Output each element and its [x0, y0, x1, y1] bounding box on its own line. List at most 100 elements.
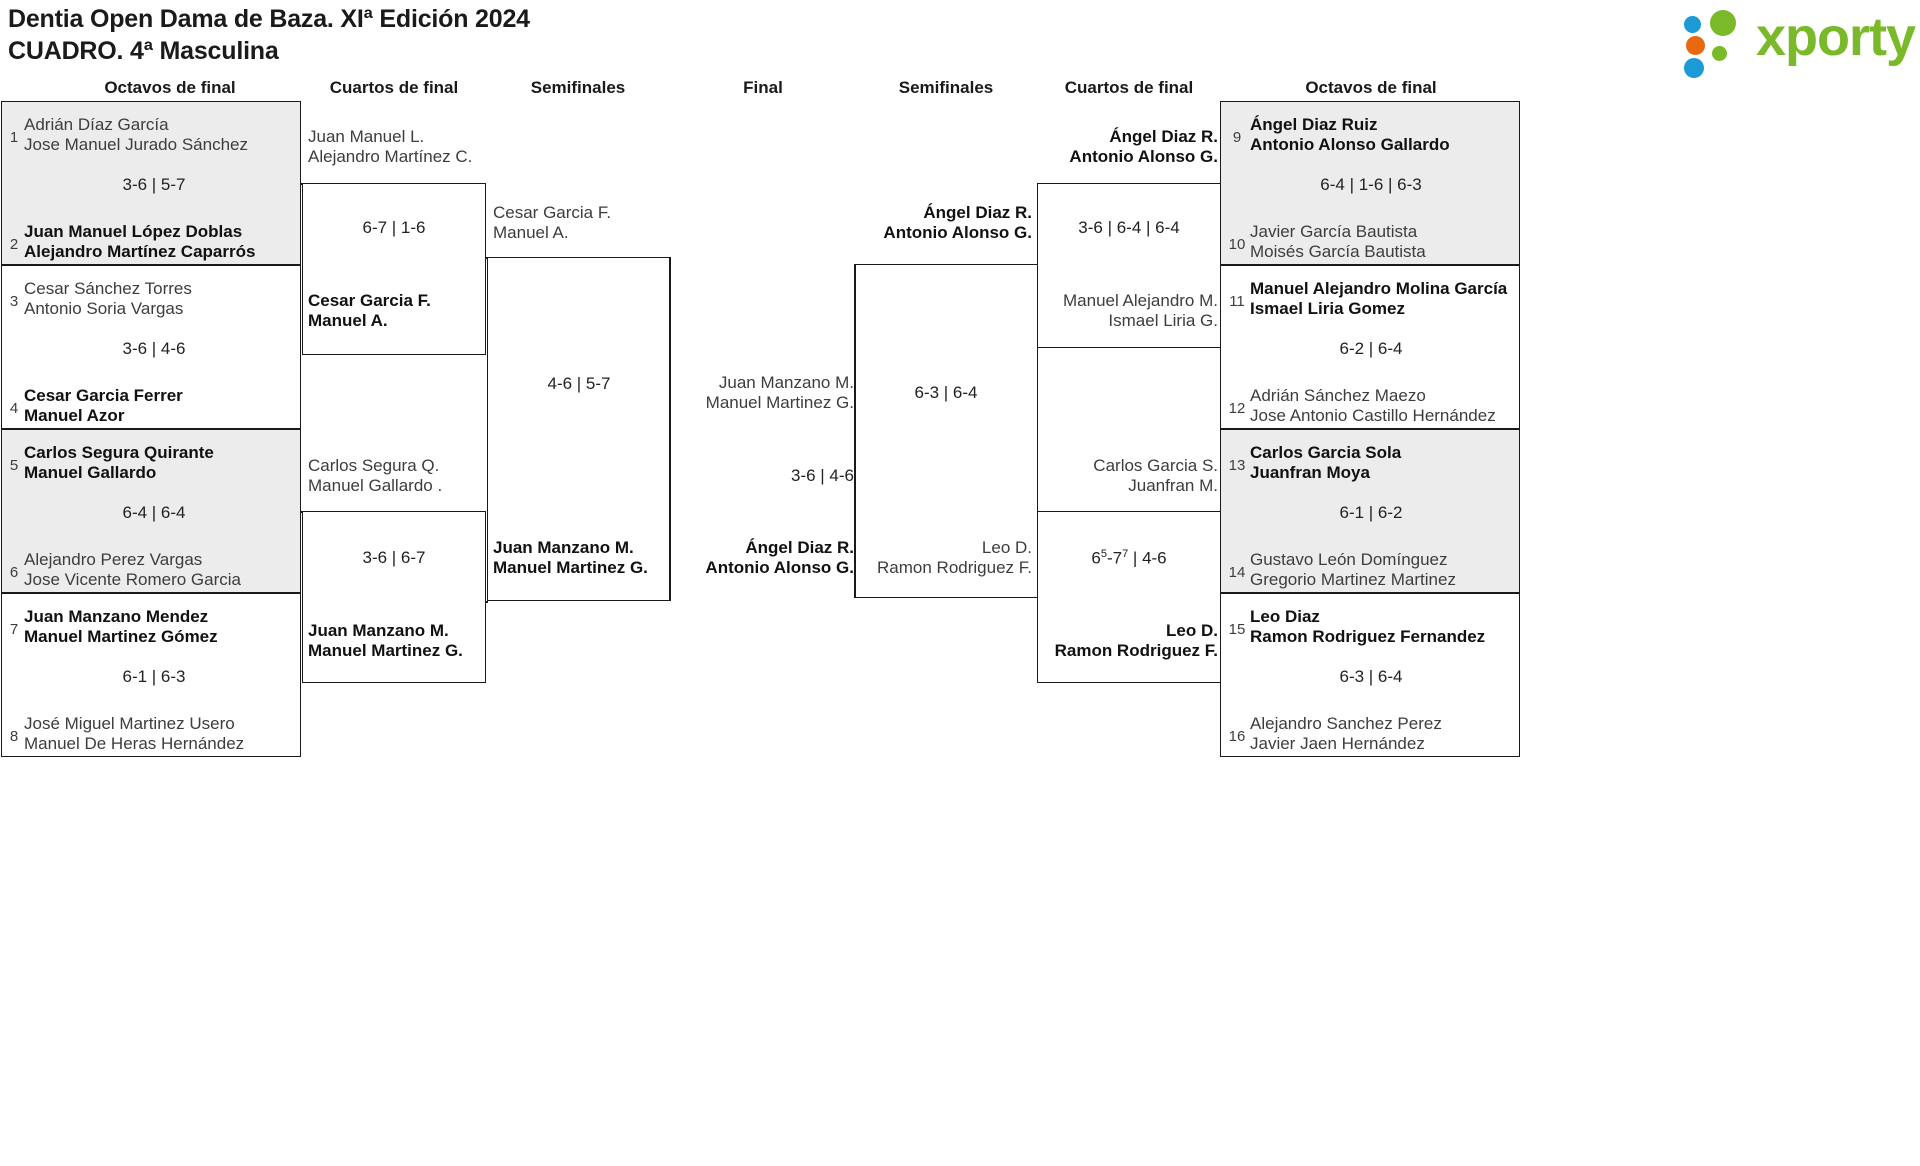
score-games: -7 — [1106, 548, 1123, 568]
player-name: Ismael Liria Gomez — [1250, 298, 1405, 318]
team-r16-15-top: Leo Diaz Ramon Rodriguez Fernandez — [1250, 607, 1485, 646]
player-name: Ismael Liria G. — [1108, 310, 1218, 330]
match-box-r16-9[interactable] — [1220, 101, 1520, 265]
team-lqf-2-bottom: Juan Manzano M. Manuel Martinez G. — [308, 621, 463, 660]
seed-number: 6 — [9, 564, 19, 581]
logo-dots-icon — [1684, 10, 1752, 78]
match-box-r16-11[interactable] — [1220, 265, 1520, 429]
team-r16-15-bottom: Alejandro Sanchez Perez Javier Jaen Hern… — [1250, 714, 1442, 753]
seed-number: 16 — [1228, 728, 1246, 745]
player-name: Cesar Sánchez Torres — [24, 279, 192, 298]
title-line-1: Dentia Open Dama de Baza. XIª Edición 20… — [8, 5, 530, 33]
player-name: Carlos Segura Q. — [308, 456, 440, 475]
player-name: Manuel A. — [493, 222, 569, 242]
player-name: Ángel Diaz Ruiz — [1250, 115, 1378, 134]
player-name: Cesar Garcia F. — [493, 203, 612, 222]
round-label-r16-right: Octavos de final — [1305, 78, 1437, 97]
seed-number: 2 — [9, 236, 19, 253]
match-box-r16-13[interactable] — [1220, 429, 1520, 593]
player-name: Antonio Alonso G. — [705, 557, 854, 577]
player-name: Juan Manuel L. — [308, 127, 425, 146]
score-lqf-1: 6-7 | 1-6 — [362, 218, 426, 237]
player-name: Manuel De Heras Hernández — [24, 733, 245, 753]
round-label-qf-left: Cuartos de final — [329, 78, 459, 97]
team-l16-3-bottom: Alejandro Perez Vargas Jose Vicente Rome… — [24, 550, 241, 589]
match-box-lqf-1[interactable] — [302, 183, 486, 355]
seed-number: 5 — [9, 457, 19, 474]
player-name: Cesar Garcia F. — [308, 291, 431, 310]
team-lsf-top: Cesar Garcia F. Manuel A. — [493, 203, 611, 242]
score-lqf-2: 3-6 | 6-7 — [362, 548, 426, 567]
match-box-lqf-2[interactable] — [302, 511, 486, 683]
connector — [486, 257, 488, 259]
team-lqf-1-bottom: Cesar Garcia F. Manuel A. — [308, 291, 431, 330]
score-l16-4: 6-1 | 6-3 — [122, 667, 186, 686]
player-name: Javier Jaen Hernández — [1250, 733, 1425, 753]
player-name: Juan Manzano M. — [493, 538, 634, 557]
player-name: Adrián Díaz García — [24, 115, 169, 134]
seed-number: 4 — [9, 400, 19, 417]
score-r16-9: 6-4 | 1-6 | 6-3 — [1320, 175, 1422, 194]
player-name: Leo Diaz — [1250, 607, 1320, 626]
player-name: Ángel Diaz R. — [1109, 127, 1218, 146]
score-l16-1: 3-6 | 5-7 — [122, 175, 186, 194]
seed-number: 10 — [1228, 236, 1246, 253]
seed-number: 1 — [9, 129, 19, 146]
player-name: Manuel Alejandro M. — [1063, 291, 1218, 310]
match-box-rqf-2[interactable] — [1037, 511, 1221, 683]
player-name: Carlos Garcia S. — [1093, 456, 1218, 475]
score-final: 3-6 | 4-6 — [790, 466, 854, 485]
player-name: Ramon Rodriguez F. — [1054, 640, 1218, 660]
team-rqf-2-top: Carlos Garcia S. Juanfran M. — [1040, 456, 1218, 495]
score-rqf-2: 65-77 | 4-6 — [1041, 548, 1217, 569]
connector — [669, 257, 671, 601]
team-r16-13-bottom: Gustavo León Domínguez Gregorio Martinez… — [1250, 550, 1456, 589]
player-name: Leo D. — [981, 538, 1032, 557]
team-l16-4-top: Juan Manzano Mendez Manuel Martinez Góme… — [24, 607, 218, 646]
score-r16-11: 6-2 | 6-4 — [1339, 339, 1403, 358]
player-name: Manuel Gallardo — [24, 462, 157, 482]
score-tiebreak: 7 — [1122, 548, 1129, 560]
player-name: Manuel A. — [308, 310, 388, 330]
match-box-rqf-1[interactable] — [1037, 183, 1221, 348]
team-r16-9-top: Ángel Diaz Ruiz Antonio Alonso Gallardo — [1250, 115, 1450, 154]
team-lqf-2-top: Carlos Segura Q. Manuel Gallardo . — [308, 456, 442, 495]
player-name: Manuel Gallardo . — [308, 475, 443, 495]
connector — [301, 183, 303, 185]
match-box-rsf-1[interactable] — [854, 264, 1038, 598]
team-r16-13-top: Carlos Garcia Sola Juanfran Moya — [1250, 443, 1401, 482]
player-name: Manuel Martinez Gómez — [24, 626, 218, 646]
match-box-l16-4[interactable] — [1, 593, 301, 757]
player-name: Manuel Martinez G. — [493, 557, 648, 577]
team-r16-11-bottom: Adrián Sánchez Maezo Jose Antonio Castil… — [1250, 386, 1496, 425]
seed-number: 8 — [9, 728, 19, 745]
round-label-sf-right: Semifinales — [898, 78, 994, 97]
player-name: Ramon Rodriguez F. — [877, 557, 1032, 577]
team-l16-4-bottom: José Miguel Martinez Usero Manuel De Her… — [24, 714, 244, 753]
team-rqf-1-top: Ángel Diaz R. Antonio Alonso G. — [1040, 127, 1218, 166]
player-name: Cesar Garcia Ferrer — [24, 386, 183, 405]
match-box-l16-2[interactable] — [1, 265, 301, 429]
player-name: Juan Manzano M. — [718, 373, 854, 392]
score-l16-3: 6-4 | 6-4 — [122, 503, 186, 522]
player-name: Jose Vicente Romero Garcia — [24, 569, 242, 589]
player-name: Ángel Diaz R. — [923, 203, 1032, 222]
match-box-lsf-1[interactable] — [487, 257, 671, 601]
xporty-logo: xporty — [1684, 7, 1916, 78]
player-name: Leo D. — [1166, 621, 1218, 640]
player-name: Juan Manzano M. — [308, 621, 449, 640]
player-name: Alejandro Sanchez Perez — [1250, 714, 1442, 733]
player-name: Manuel Alejandro Molina García — [1250, 279, 1508, 298]
match-box-r16-15[interactable] — [1220, 593, 1520, 757]
team-final-top: Juan Manzano M. Manuel Martinez G. — [620, 373, 854, 412]
player-name: Moisés García Bautista — [1250, 241, 1426, 261]
match-box-l16-3[interactable] — [1, 429, 301, 593]
team-r16-11-top: Manuel Alejandro Molina García Ismael Li… — [1250, 279, 1507, 318]
match-box-l16-1[interactable] — [1, 101, 301, 265]
team-r16-9-bottom: Javier García Bautista Moisés García Bau… — [1250, 222, 1426, 261]
team-lqf-1-top: Juan Manuel L. Alejandro Martínez C. — [308, 127, 472, 166]
player-name: Antonio Soria Vargas — [24, 298, 184, 318]
player-name: Alejandro Martínez C. — [308, 146, 473, 166]
team-lsf-bottom: Juan Manzano M. Manuel Martinez G. — [493, 538, 648, 577]
connector — [301, 511, 303, 513]
